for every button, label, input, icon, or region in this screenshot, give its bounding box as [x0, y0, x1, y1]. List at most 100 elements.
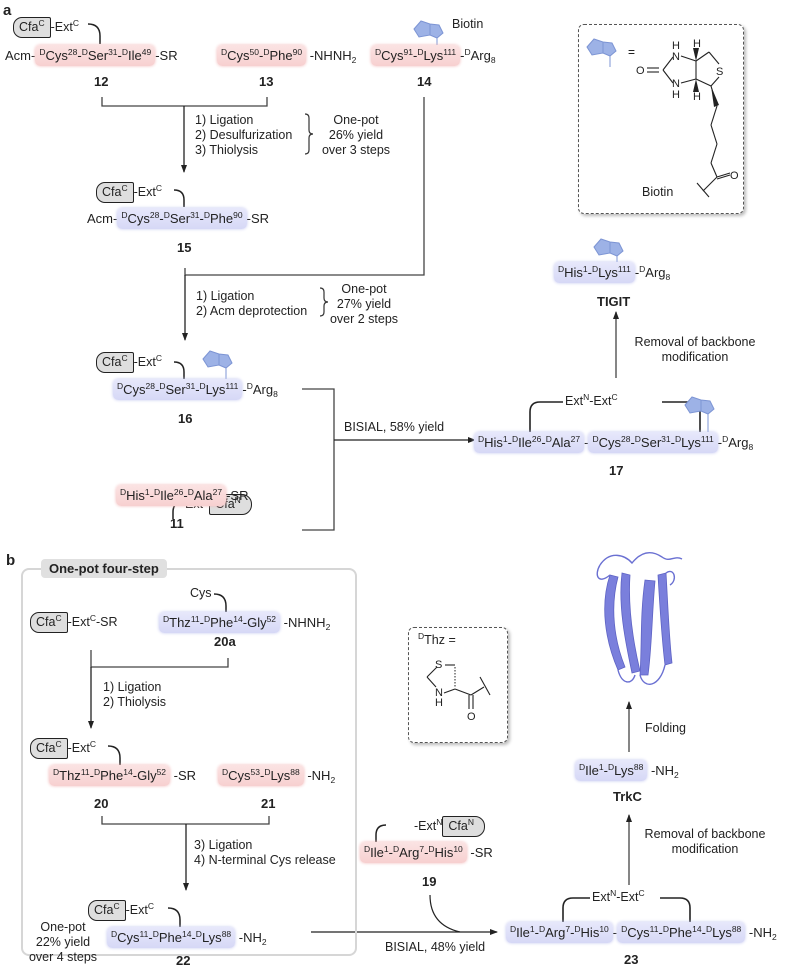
residue-separator: -: [259, 48, 264, 63]
residue-separator: -: [159, 211, 164, 226]
panel-a-label: a: [3, 2, 12, 19]
biotin-legend-caption: Biotin: [642, 185, 674, 199]
residue: DHis1: [558, 264, 588, 280]
ext-hook-15: [173, 189, 185, 207]
bracket-16-11: [302, 388, 335, 531]
residue: DIle1: [364, 844, 389, 860]
bracket-15-14: [184, 97, 425, 276]
peptide-segment: DHis1-DIle26-DAla27: [474, 432, 585, 453]
residue-separator: -: [195, 382, 200, 397]
cfa-c-tag: CfaC: [13, 17, 51, 38]
residue: DCys91: [375, 47, 413, 63]
compound-17-label: 17: [609, 463, 624, 478]
residue: DCys28: [121, 210, 160, 226]
cys-hook-20a: [213, 593, 227, 614]
biotin-icon: [413, 20, 444, 47]
svg-text:N: N: [672, 51, 680, 63]
compound-23-label: 23: [624, 952, 639, 967]
residue-separator: -: [199, 615, 204, 630]
step3-conditions: BISIAL, 58% yield: [344, 420, 445, 434]
equals-sign: =: [628, 45, 635, 59]
compound-15-sequence: Acm-DCys28-DSer31-DPhe90-SR: [87, 208, 269, 229]
residue-separator: -: [77, 48, 82, 63]
residue: DAla27: [187, 487, 223, 503]
trkc-label: TrkC: [613, 789, 642, 804]
residue: DCys28: [592, 434, 631, 450]
residue-separator: -: [260, 768, 265, 783]
residue-separator: -: [587, 265, 592, 280]
residue-separator: -: [117, 48, 122, 63]
compound-15-label: 15: [177, 240, 192, 255]
svg-text:H: H: [672, 89, 680, 101]
compound-20a-sequence: DThz11-DPhe14-Gly52 -NHNH2: [159, 612, 330, 633]
thz-structure: S N H O: [426, 659, 491, 723]
residue: DArg7: [538, 924, 571, 940]
residue: DIle26: [154, 487, 184, 503]
compound-23-linker: ExtN-ExtC: [592, 888, 645, 904]
residue: DThz11: [53, 767, 90, 783]
thz-legend-box: [408, 627, 508, 743]
residue-separator: -: [630, 435, 635, 450]
compound-17-linker: ExtN-ExtC: [565, 392, 618, 408]
residue: DCys11: [621, 924, 659, 940]
residue: DPhe14: [662, 924, 702, 940]
compound-11-sequence: DHis1-DIle26-DAla27-SR: [116, 485, 248, 506]
compound-13-label: 13: [259, 74, 274, 89]
residue: DHis10: [574, 924, 609, 940]
cfa-c-tag: CfaC: [96, 352, 134, 373]
residue-separator: -: [507, 435, 512, 450]
residue: DCys11: [111, 929, 149, 945]
residue-separator: -: [155, 382, 160, 397]
folding-conditions: Folding: [645, 721, 686, 735]
residue: DCys50: [221, 47, 259, 63]
ext-hook-20: [107, 745, 121, 765]
residue: DLys111: [417, 47, 457, 63]
residue: DPhe14: [203, 614, 243, 630]
compound-19-label: 19: [422, 874, 437, 889]
residue-separator: -: [132, 768, 138, 783]
compound-23-sequence: DIle1-DArg7-DHis10-DCys11-DPhe14-DLys88 …: [506, 922, 777, 943]
residue-separator: -: [89, 768, 94, 783]
residue: DHis1: [120, 487, 150, 503]
residue: DSer31: [634, 434, 671, 450]
compound-16-sequence: DCys28-DSer31-DLys111-DArg8: [113, 379, 278, 400]
compound-14-sequence: DCys91-DLys111-DArg8: [371, 45, 496, 66]
biotin-legend-box: [578, 24, 744, 214]
peptide-segment: DCys28-DSer31-DIle49: [35, 45, 156, 66]
residue: DHis10: [428, 844, 463, 860]
biotin-structure: = N H H N H H O S O: [586, 38, 739, 198]
compound-20-label: 20: [94, 796, 109, 811]
residue-separator: -: [148, 930, 153, 945]
one-pot-four-step-box: [21, 568, 357, 956]
residue-separator: -: [701, 925, 706, 940]
svg-text:N: N: [672, 78, 680, 90]
residue-separator: -: [413, 48, 418, 63]
peptide-segment: DCys11-DPhe14-DLys88: [617, 922, 746, 943]
residue: DLys88: [705, 924, 742, 940]
residue-separator: -: [534, 925, 539, 940]
residue: DPhe14: [152, 929, 192, 945]
peptide-segment: DCys11-DPhe14-DLys88: [107, 927, 236, 948]
residue-separator: -: [191, 930, 196, 945]
peptide-segment: DHis1-DLys111: [554, 262, 635, 283]
compound-20-sequence: DThz11-DPhe14-Gly52 -SR: [49, 765, 196, 786]
residue: DLys111: [674, 434, 714, 450]
residue: DSer31: [163, 210, 200, 226]
residue: DArg7: [392, 844, 425, 860]
ext-hook-16: [173, 361, 185, 379]
residue-separator: -: [603, 763, 608, 778]
cfa-c-tag: CfaC: [88, 900, 126, 921]
residue-separator: -: [242, 615, 248, 630]
compound-13-sequence: DCys50-DPhe90 -NHNH2: [217, 45, 356, 66]
residue: DPhe90: [203, 210, 243, 226]
residue-separator: -: [199, 211, 204, 226]
panel-b-step3-conditions: BISIAL, 48% yield: [385, 940, 486, 954]
residue: Gly52: [137, 767, 167, 783]
residue: DLys88: [607, 762, 644, 778]
